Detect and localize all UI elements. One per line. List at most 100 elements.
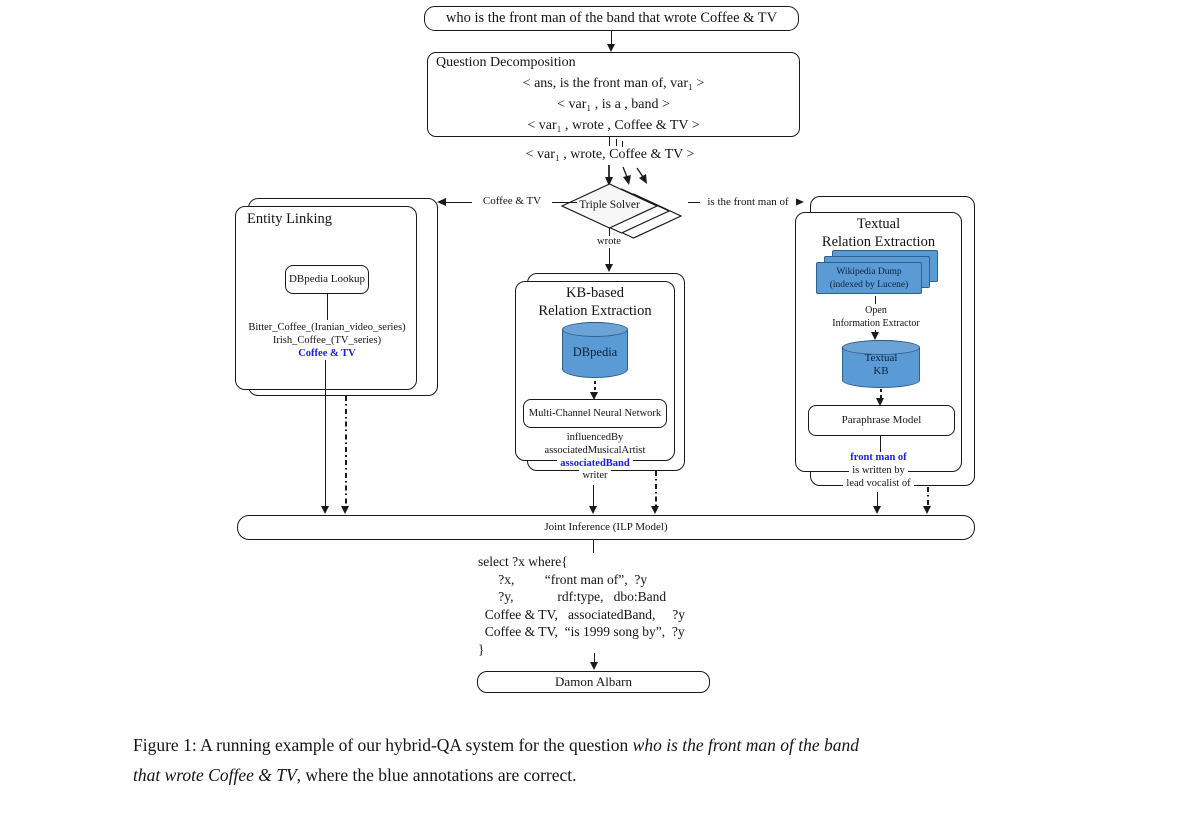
- arrowhead-down-icon: [876, 398, 884, 406]
- wikipedia-dump-doc: Wikipedia Dump (indexed by Lucene): [816, 262, 922, 294]
- caption-roman: , where the blue annotations are correct…: [296, 764, 577, 785]
- selected-triple-text: < var₁ , wrote, Coffee & TV >: [525, 147, 695, 162]
- triple-solver-label: Triple Solver: [579, 199, 640, 211]
- caption-italic: that wrote Coffee & TV: [133, 764, 297, 785]
- kb-relation-selected: associatedBand: [515, 457, 675, 471]
- open-ie-label: Open Information Extractor: [818, 305, 934, 330]
- kb-re-title-line1: KB-based: [566, 285, 624, 301]
- answer-node: Damon Albarn: [477, 671, 710, 693]
- edge-label-front-man-of: is the front man of: [700, 196, 796, 209]
- textual-relation-candidates: front man of is written by lead vocalist…: [795, 452, 962, 490]
- flow-line-textual-re-to-ilp: [877, 492, 878, 507]
- joint-inference-node: Joint Inference (ILP Model): [237, 515, 975, 540]
- arrowhead-down-icon: [651, 506, 659, 514]
- kb-relation-candidates: influencedBy associatedMusicalArtist ass…: [515, 432, 675, 483]
- flow-line-question-to-decomposition: [611, 31, 612, 45]
- wikipedia-dump-label: Wikipedia Dump (indexed by Lucene): [817, 263, 921, 291]
- flow-line-lookup-to-candidates: [327, 294, 328, 320]
- dashdot-line-textual-re-to-ilp: [927, 487, 929, 507]
- kb-relation-text: associatedMusicalArtist: [541, 444, 649, 456]
- arrowhead-left-icon: [437, 198, 446, 206]
- arrowhead-down-icon: [589, 506, 597, 514]
- dashed-line-textual-kb-to-model: [880, 389, 882, 400]
- kb-relation-text: influencedBy: [563, 432, 627, 443]
- query-line: Coffee & TV, “is 1999 song by”, ?y: [478, 624, 685, 640]
- flow-line-dump-to-extractor: [875, 296, 876, 304]
- dashdot-line-kb-re-to-ilp: [655, 471, 657, 507]
- caption-italic: who is the front man of the band: [632, 735, 860, 755]
- textual-relation: lead vocalist of: [795, 477, 962, 491]
- flow-line-ilp-to-query: [593, 540, 594, 553]
- textual-kb-line2: KB: [873, 365, 889, 377]
- triple-1: < ans, is the front man of, var₁ >: [522, 76, 705, 91]
- dashdot-line-entity-linking-to-ilp: [345, 396, 347, 507]
- dbpedia-lookup-node: DBpedia Lookup: [285, 265, 369, 294]
- kb-re-title-line2: Relation Extraction: [538, 302, 652, 319]
- textual-relation-selected: front man of: [795, 452, 962, 465]
- joint-inference-label: Joint Inference (ILP Model): [544, 521, 668, 533]
- kb-relation-text: writer: [579, 470, 611, 482]
- connector-tick: [616, 139, 617, 146]
- open-ie-line1: Open: [865, 305, 887, 316]
- kb-relation: writer: [515, 470, 675, 483]
- sparql-query: select ?x where{ ?x, “front man of”, ?y …: [478, 553, 685, 659]
- decomposition-triples: < ans, is the front man of, var₁ > < var…: [428, 73, 799, 136]
- textual-kb-line1: Textual: [864, 352, 898, 364]
- wikipedia-dump-line1: Wikipedia Dump: [836, 267, 902, 277]
- arrowhead-down-icon: [607, 44, 615, 52]
- question-decomposition-title: Question Decomposition: [436, 55, 576, 70]
- figure-caption: Figure 1: A running example of our hybri…: [133, 731, 1093, 790]
- textual-re-title-line1: Textual: [856, 216, 901, 232]
- query-line: }: [478, 641, 485, 657]
- query-line: ?x, “front man of”, ?y: [478, 571, 648, 587]
- entity-candidate-selected: Coffee & TV: [298, 347, 356, 359]
- arrowhead-down-icon: [871, 332, 879, 340]
- textual-relation-text: lead vocalist of: [843, 477, 914, 489]
- arrowhead-down-icon: [321, 506, 329, 514]
- flow-line-entity-linking-to-ilp: [325, 360, 326, 507]
- question-decomposition-node: Question Decomposition < ans, is the fro…: [427, 52, 800, 137]
- kb-relation-selected-text: associatedBand: [557, 457, 633, 469]
- kb-relation: influencedBy: [515, 432, 675, 445]
- dbpedia-cylinder: DBpedia: [562, 322, 628, 378]
- entity-candidate: Bitter_Coffee_(Iranian_video_series): [248, 322, 406, 333]
- triple-solver-diamond-stack: [560, 183, 683, 239]
- kb-relation: associatedMusicalArtist: [515, 444, 675, 458]
- arrowhead-down-icon: [590, 662, 598, 670]
- dbpedia-label: DBpedia: [572, 345, 618, 359]
- question-node: who is the front man of the band that wr…: [424, 6, 799, 31]
- entity-candidate: Irish_Coffee_(TV_series): [272, 334, 382, 346]
- flow-line-model-to-candidates: [880, 436, 881, 452]
- entity-candidates: Bitter_Coffee_(Iranian_video_series) Iri…: [237, 322, 417, 360]
- connector-tick: [622, 141, 623, 147]
- multi-channel-nn-label: Multi-Channel Neural Network: [528, 408, 662, 419]
- flow-line-query-to-answer: [594, 653, 595, 663]
- wikipedia-dump-line2: (indexed by Lucene): [829, 279, 909, 290]
- solver-input-arrows-icon: [605, 165, 647, 186]
- textual-relation-text: is written by: [849, 464, 908, 476]
- entity-linking-title: Entity Linking: [247, 211, 332, 227]
- triple-3: < var₁ , wrote , Coffee & TV >: [527, 118, 700, 133]
- caption-line1: Figure 1: A running example of our hybri…: [133, 731, 1093, 761]
- arrowhead-down-icon: [873, 506, 881, 514]
- edge-label-coffee-tv: Coffee & TV: [472, 195, 552, 208]
- textual-relation-selected-text: front man of: [847, 452, 910, 463]
- query-line: select ?x where{: [478, 554, 568, 569]
- connector-tick: [609, 137, 610, 146]
- textual-re-title-line2: Relation Extraction: [821, 233, 936, 250]
- edge-label-wrote: wrote: [589, 236, 629, 249]
- query-line: Coffee & TV, associatedBand, ?y: [478, 606, 685, 622]
- caption-line2: that wrote Coffee & TV, where the blue a…: [133, 761, 1093, 791]
- textual-kb-label: Textual KB: [843, 352, 919, 378]
- arrowhead-down-icon: [341, 506, 349, 514]
- open-ie-line2: Information Extractor: [832, 317, 920, 329]
- textual-relation: is written by: [795, 464, 962, 478]
- triple-2: < var₁ , is a , band >: [557, 97, 670, 112]
- paraphrase-model-label: Paraphrase Model: [841, 414, 922, 426]
- caption-roman: Figure 1: A running example of our hybri…: [133, 735, 633, 755]
- dbpedia-lookup-label: DBpedia Lookup: [288, 273, 366, 285]
- textual-re-title: Textual Relation Extraction: [795, 216, 962, 251]
- multi-channel-nn-node: Multi-Channel Neural Network: [523, 399, 667, 428]
- answer-text: Damon Albarn: [555, 674, 632, 689]
